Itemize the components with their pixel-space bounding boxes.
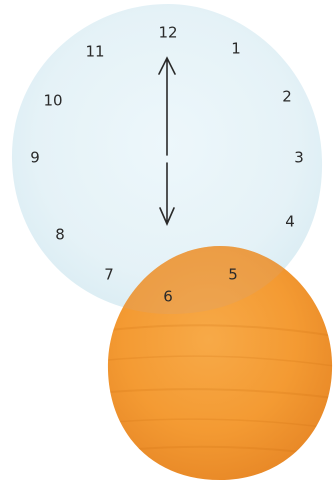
clock-number-4: 4 [285,213,295,231]
clock-number-6: 6 [163,288,173,306]
clock-number-10: 10 [43,92,62,110]
clock-number-3: 3 [294,149,304,167]
clock-number-5: 5 [228,266,238,284]
clock-number-12: 12 [158,24,177,42]
clock-number-8: 8 [55,226,65,244]
clock-number-7: 7 [104,266,114,284]
clock-number-2: 2 [282,88,292,106]
clock-number-11: 11 [85,43,104,61]
clock-number-9: 9 [30,149,40,167]
clock-number-1: 1 [231,40,241,58]
